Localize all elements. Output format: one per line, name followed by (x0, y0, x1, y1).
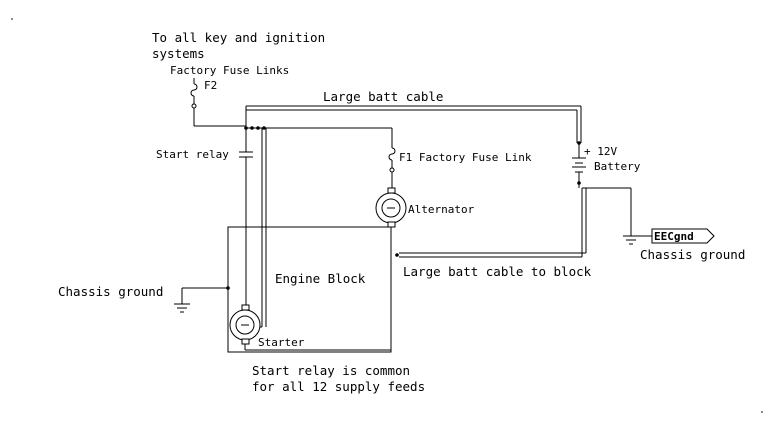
large-batt-cable-wire (245, 105, 582, 143)
alternator-symbol (375, 187, 407, 228)
fuse-links-label: Factory Fuse Links (170, 64, 289, 77)
alternator-label: Alternator (408, 203, 475, 216)
fuse-f1-symbol (388, 128, 396, 188)
chassis-ground-left-symbol (174, 286, 230, 313)
start-relay-symbol (239, 128, 253, 312)
batt-to-block-label: Large batt cable to block (403, 264, 592, 279)
stray-dot (11, 18, 13, 20)
f2-label: F2 (204, 79, 217, 92)
battery-symbol (572, 141, 586, 185)
top-note-line-1: To all key and ignition (152, 30, 325, 45)
starter-symbol (229, 304, 391, 353)
f1-label: F1 Factory Fuse Link (399, 151, 532, 164)
eecgnd-port (651, 228, 715, 244)
chassis-ground-right-symbol (623, 188, 652, 245)
large-batt-cable-label: Large batt cable (323, 89, 443, 104)
chassis-ground-left-label: Chassis ground (58, 284, 163, 299)
battery-voltage-label: + 12V (584, 145, 617, 158)
fuse-f2-symbol (190, 78, 246, 127)
note-line-1: Start relay is common (252, 363, 410, 378)
eecgnd-label: EECgnd (654, 230, 694, 243)
engine-block-label: Engine Block (275, 271, 366, 286)
stray-dot (761, 411, 763, 413)
top-note-line-2: systems (152, 46, 205, 61)
batt-to-block-cable (390, 183, 631, 258)
note-line-2: for all 12 supply feeds (252, 379, 425, 394)
start-relay-label: Start relay (156, 148, 229, 161)
battery-label: Battery (594, 160, 641, 173)
starter-label: Starter (258, 336, 305, 349)
chassis-ground-right-label: Chassis ground (640, 247, 745, 262)
